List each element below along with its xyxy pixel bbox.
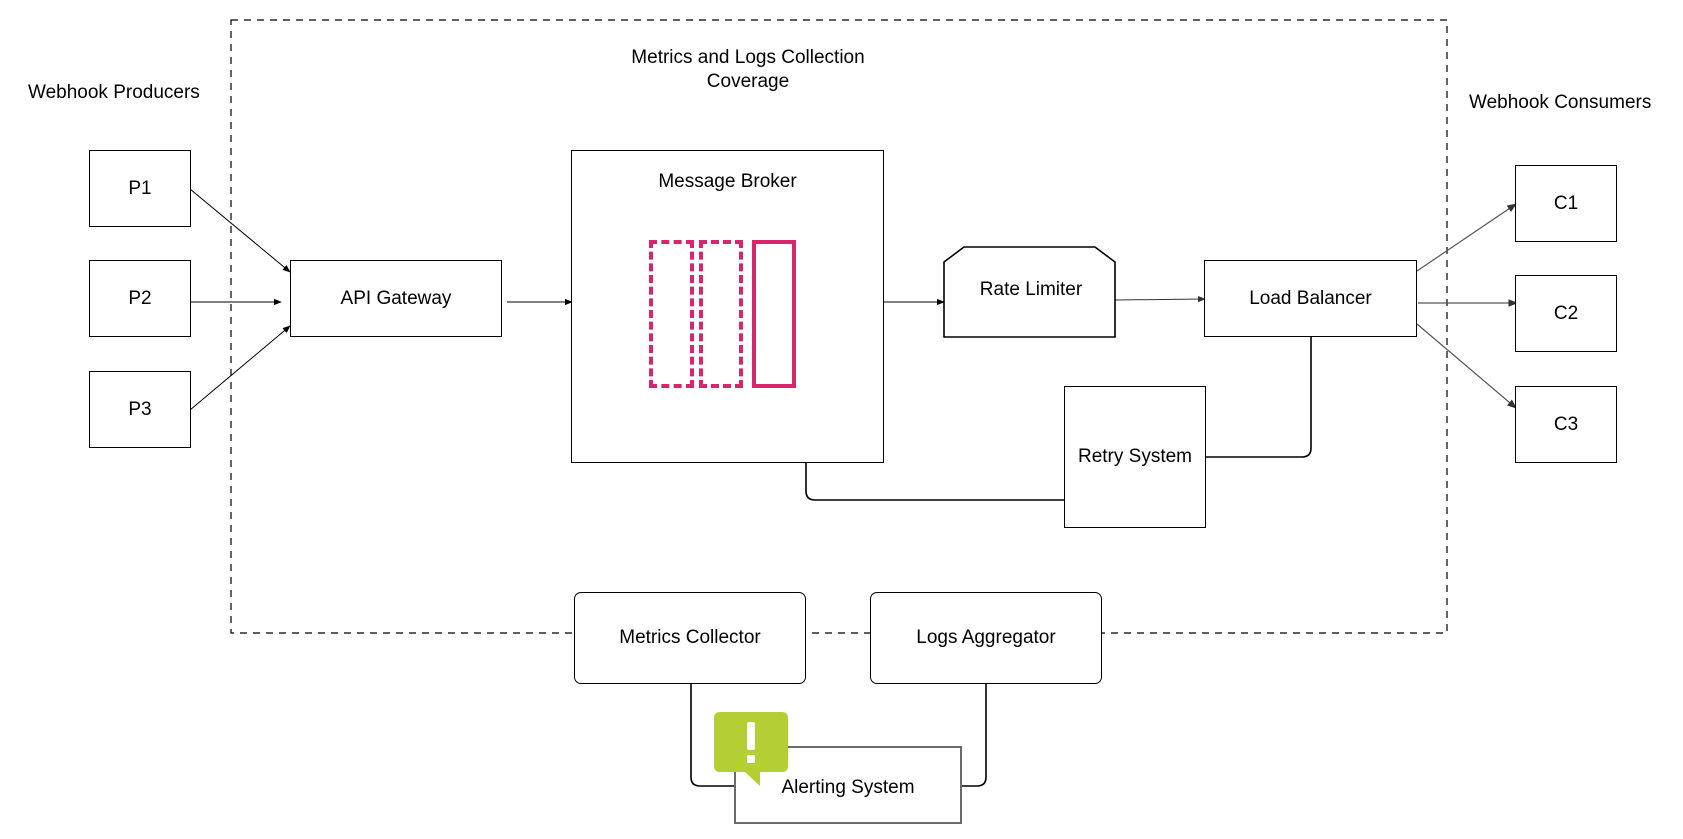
coverage-boundary (230, 19, 1448, 634)
coverage-title-line1: Metrics and Logs Collection (631, 47, 865, 68)
edge-lb-c3 (1416, 323, 1517, 409)
logs-aggregator[interactable]: Logs Aggregator (870, 592, 1102, 684)
rate-limiter-shape (943, 246, 1116, 338)
coverage-title: Metrics and Logs Collection Coverage (598, 46, 898, 94)
consumer-c3[interactable]: C3 (1515, 386, 1617, 463)
rate-limiter[interactable]: Rate Limiter (979, 279, 1083, 300)
producer-p1[interactable]: P1 (89, 150, 191, 227)
load-balancer[interactable]: Load Balancer (1204, 260, 1417, 337)
edge-p3-api-gateway (189, 325, 291, 411)
producers-title: Webhook Producers (28, 82, 200, 103)
exclamation-speech-bubble-icon (714, 712, 788, 786)
consumer-c1[interactable]: C1 (1515, 165, 1617, 242)
edge-lb-c1 (1416, 203, 1517, 272)
message-broker-label: Message Broker (658, 171, 797, 192)
queue-partition-active (752, 240, 796, 388)
queue-partition-dashed-2 (699, 240, 743, 388)
edge-logs-alerting (962, 684, 987, 787)
edge-retry-broker (805, 463, 1065, 501)
edge-metrics-alerting (690, 684, 735, 787)
metrics-collector[interactable]: Metrics Collector (574, 592, 806, 684)
producer-p2[interactable]: P2 (89, 260, 191, 337)
consumer-c2[interactable]: C2 (1515, 275, 1617, 352)
retry-system[interactable]: Retry System (1064, 386, 1206, 528)
message-broker[interactable]: Message Broker (571, 150, 884, 463)
consumers-title: Webhook Consumers (1469, 92, 1652, 113)
edge-p1-api-gateway (189, 188, 291, 273)
edge-rate-limiter-load-balancer (1114, 295, 1206, 303)
coverage-title-line2: Coverage (706, 71, 790, 92)
api-gateway[interactable]: API Gateway (290, 260, 502, 337)
edge-load-balancer-retry (1206, 337, 1312, 458)
queue-partition-dashed-1 (649, 240, 694, 388)
producer-p3[interactable]: P3 (89, 371, 191, 448)
